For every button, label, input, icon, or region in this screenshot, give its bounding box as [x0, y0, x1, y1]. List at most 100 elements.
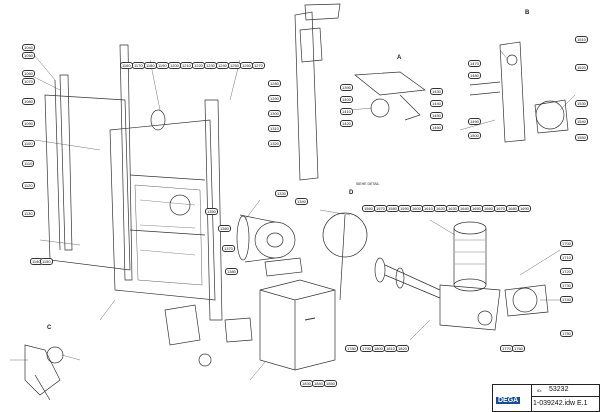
part-callout: 1350 [205, 208, 218, 215]
motor-assembly [374, 221, 549, 331]
part-callout: 1340 [295, 198, 308, 205]
part-callout: 1330 [275, 190, 288, 197]
document-number: 1-039242.idw E.1 [533, 400, 588, 407]
part-callout: 1670 [494, 205, 507, 212]
roller-parts [150, 109, 296, 263]
part-callout: 1700 [560, 240, 573, 247]
part-callout: 1600 [410, 205, 423, 212]
part-callout: 1360 [218, 225, 231, 232]
part-callout: 1820 [396, 345, 409, 352]
part-callout: 1230 [204, 62, 217, 69]
company-logo: DEGA [496, 397, 521, 404]
part-callout: 1130 [22, 210, 35, 217]
part-callout: 1420 [340, 120, 353, 127]
part-callout: 1390 [340, 84, 353, 91]
part-callout: 1540 [575, 118, 588, 125]
part-callout: 1550 [575, 134, 588, 141]
detail-label-d: D [349, 190, 354, 196]
part-callout: 1630 [446, 205, 459, 212]
part-callout: 1050 [22, 52, 35, 59]
part-callout: 1090 [22, 120, 35, 127]
part-callout: 1220 [192, 62, 205, 69]
part-callout: 1120 [22, 182, 35, 189]
part-callout: 1310 [268, 125, 281, 132]
part-callout: 1270 [252, 62, 265, 69]
part-callout: 1650 [470, 205, 483, 212]
title-block-divider [531, 385, 532, 411]
part-callout: 1400 [340, 96, 353, 103]
part-callout: 1080 [22, 98, 35, 105]
detail-c [24, 344, 64, 401]
detail-a [354, 71, 426, 121]
detail-note: SIEHE DETAIL [356, 182, 380, 186]
part-callout: 1520 [575, 64, 588, 71]
detail-label-a: A [397, 55, 402, 61]
part-callout: 1320 [268, 140, 281, 147]
part-callout: 1450 [430, 112, 443, 119]
part-callout: 1040 [22, 44, 35, 51]
part-callout: 1840 [312, 380, 325, 387]
part-callout: 1710 [560, 254, 573, 261]
part-callout: 1250 [228, 62, 241, 69]
part-callout: 1060 [22, 70, 35, 77]
part-callout: 1560 [362, 205, 375, 212]
detail-b [469, 41, 569, 143]
part-callout: 1800 [372, 345, 385, 352]
id-value: 53232 [549, 386, 569, 393]
main-frame [44, 44, 223, 321]
part-callout: 1200 [168, 62, 181, 69]
part-callout: 1530 [575, 100, 588, 107]
title-block: DEGA ID: 53232 1-039242.idw E.1 [492, 384, 600, 412]
part-callout: 1510 [575, 36, 588, 43]
part-callout: 1830 [300, 380, 313, 387]
upper-post [294, 3, 341, 181]
part-callout: 1570 [374, 205, 387, 212]
part-callout: 1740 [560, 296, 573, 303]
part-callout: 1190 [156, 62, 169, 69]
part-callout: 1580 [386, 205, 399, 212]
part-callout: 1590 [398, 205, 411, 212]
part-callout: 1460 [430, 124, 443, 131]
part-callout: 1180 [144, 62, 157, 69]
part-callout: 1680 [506, 205, 519, 212]
part-callout: 1170 [132, 62, 145, 69]
part-callout: 1730 [560, 282, 573, 289]
part-callout: 1750 [560, 330, 573, 337]
part-callout: 1240 [216, 62, 229, 69]
part-callout: 1660 [482, 205, 495, 212]
part-callout: 1280 [268, 80, 281, 87]
part-callout: 1810 [384, 345, 397, 352]
part-callout: 1380 [225, 268, 238, 275]
part-callout: 1300 [268, 110, 281, 117]
part-callout: 1160 [120, 62, 133, 69]
part-callout: 1620 [434, 205, 447, 212]
part-callout: 1720 [560, 268, 573, 275]
part-callout: 1430 [430, 88, 443, 95]
control-box [259, 279, 336, 371]
part-callout: 1210 [180, 62, 193, 69]
id-label: ID: [537, 388, 543, 393]
part-callout: 1490 [468, 118, 481, 125]
part-callout: 1790 [360, 345, 373, 352]
part-callout: 1770 [500, 345, 513, 352]
part-callout: 1150 [40, 258, 53, 265]
detail-label-c: C [47, 325, 52, 331]
part-callout: 1440 [430, 100, 443, 107]
part-callout: 1610 [422, 205, 435, 212]
part-callout: 1100 [22, 140, 35, 147]
part-callout: 1410 [340, 108, 353, 115]
part-callout: 1070 [22, 78, 35, 85]
part-callout: 1260 [240, 62, 253, 69]
title-block-divider [531, 396, 599, 397]
detail-label-b: B [525, 10, 530, 16]
part-callout: 1110 [22, 160, 35, 167]
part-callout: 1470 [468, 60, 481, 67]
lower-parts [164, 257, 303, 367]
part-callout: 1370 [222, 245, 235, 252]
part-callout: 1780 [345, 345, 358, 352]
part-callout: 1500 [468, 132, 481, 139]
part-callout: 1480 [468, 72, 481, 79]
part-callout: 1640 [458, 205, 471, 212]
detail-d [322, 212, 368, 301]
